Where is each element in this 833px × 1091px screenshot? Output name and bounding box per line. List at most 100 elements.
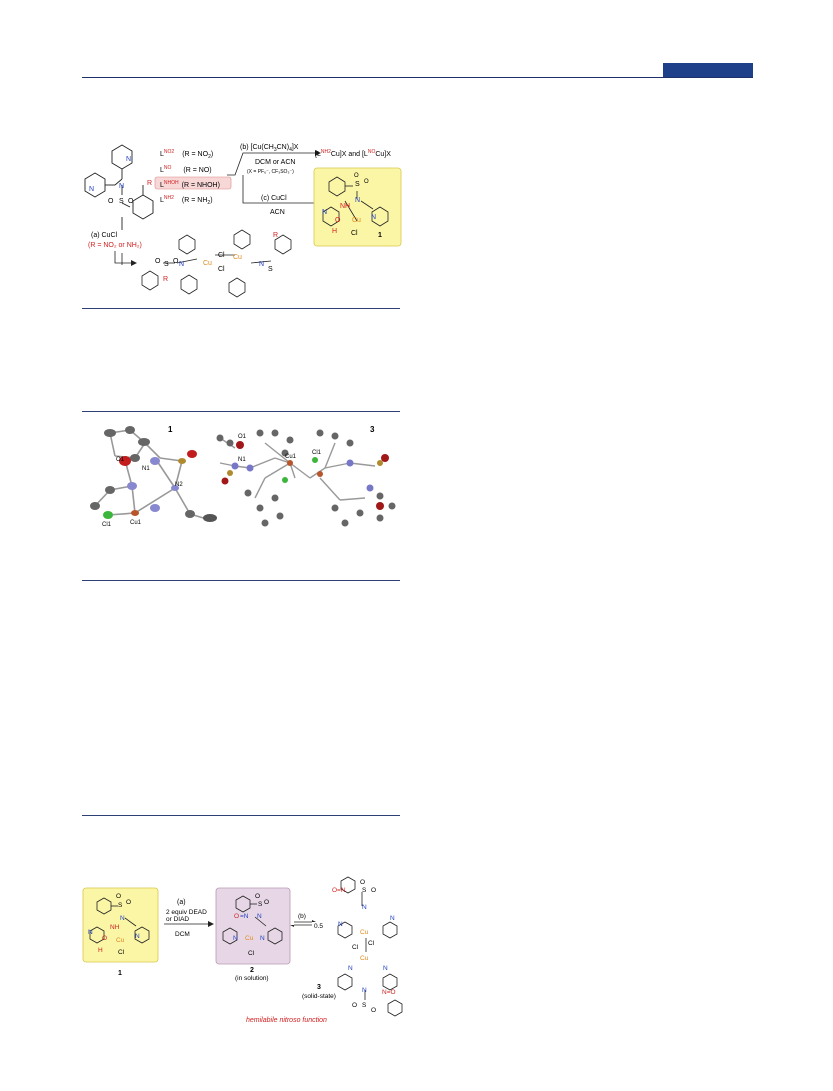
structure-3-atoms	[216, 429, 396, 527]
structure-1-label: 1	[168, 425, 173, 434]
compound-1-box	[313, 167, 402, 247]
svg-text:O: O	[173, 258, 179, 265]
svg-text:Cu: Cu	[360, 929, 369, 936]
svg-text:N: N	[348, 965, 353, 972]
svg-text:O: O	[354, 173, 359, 179]
svg-text:N: N	[119, 183, 124, 190]
step-a-reagent-alt: or DIAD	[166, 916, 189, 923]
svg-text:Cl: Cl	[368, 940, 375, 947]
svg-text:S: S	[118, 902, 123, 909]
svg-text:Cu: Cu	[116, 937, 125, 944]
ligand-structure	[84, 144, 154, 230]
svg-text:S: S	[268, 266, 273, 273]
svg-text:N: N	[88, 929, 93, 936]
svg-text:S: S	[362, 887, 367, 894]
compound-2-label: 2	[250, 967, 254, 974]
reaction-arrows	[227, 152, 315, 204]
product-b: [LNH2Cu]X and [LNOCu]X	[315, 149, 391, 158]
svg-text:O: O	[352, 1002, 357, 1009]
svg-text:S: S	[258, 901, 263, 908]
svg-text:Cl1: Cl1	[312, 450, 322, 456]
ligand-no: LNO(R = NO)	[160, 165, 212, 174]
step-a-reagent: (a) CuCl	[91, 232, 118, 239]
svg-text:N: N	[371, 214, 376, 221]
svg-text:O: O	[364, 179, 369, 185]
ligand-no2: LNO2(R = NO2)	[160, 149, 213, 160]
section-rule-4	[82, 815, 400, 816]
svg-text:O=N: O=N	[332, 887, 346, 894]
svg-text:Cu: Cu	[360, 955, 369, 962]
coefficient: 0.5	[314, 923, 323, 930]
compound-1-label: 1	[378, 232, 382, 239]
svg-text:Cl1: Cl1	[102, 522, 112, 528]
svg-text:H: H	[332, 228, 337, 235]
section-rule-1	[82, 308, 400, 309]
compound-2-box	[215, 887, 291, 965]
ligand-nh2: LNH2(R = NH2)	[160, 195, 213, 206]
svg-text:Cu: Cu	[352, 217, 361, 224]
svg-text:Cl: Cl	[351, 230, 358, 237]
step-a-label: (a)	[177, 899, 186, 906]
svg-text:O: O	[360, 879, 365, 886]
svg-text:O: O	[102, 935, 107, 942]
dimer-structure	[141, 229, 292, 298]
section-rule-3	[82, 580, 400, 581]
svg-text:Cl: Cl	[352, 944, 359, 951]
svg-text:O: O	[128, 198, 134, 205]
svg-text:N: N	[355, 197, 360, 204]
svg-text:N1: N1	[238, 457, 246, 463]
svg-text:O: O	[371, 1007, 376, 1014]
step-b-reagent: (b) [Cu(CH3CN)4]X	[240, 144, 299, 153]
scheme-2: S O O N NH N O H Cu Cl N 1 (a) 2 equiv D…	[82, 876, 403, 1024]
svg-text:O: O	[255, 893, 260, 900]
svg-text:Cu: Cu	[233, 254, 242, 261]
svg-text:O: O	[371, 887, 376, 894]
svg-text:Cu: Cu	[245, 935, 254, 942]
scheme2-compound-1-label: 1	[118, 970, 122, 977]
svg-text:O: O	[335, 217, 341, 224]
crystal-structures: O1 N1 N2 Cl1 Cu1 1 O1	[90, 425, 396, 528]
svg-text:N: N	[338, 921, 343, 928]
step-a-solvent: DCM	[175, 931, 190, 938]
compound-2-note: (in solution)	[235, 975, 269, 982]
step-b-anions: (X = PF₆⁻, CF₃SO₃⁻)	[247, 169, 294, 175]
compound-3-note: (solid-state)	[302, 993, 336, 1000]
svg-text:NH: NH	[340, 203, 350, 210]
svg-text:N: N	[362, 987, 367, 994]
svg-text:N: N	[135, 933, 140, 940]
svg-text:S: S	[119, 198, 124, 205]
svg-text:S: S	[362, 1002, 367, 1009]
svg-text:S: S	[355, 181, 360, 188]
svg-text:N2: N2	[175, 482, 183, 488]
svg-text:N1: N1	[142, 466, 150, 472]
svg-text:N: N	[89, 186, 94, 193]
svg-text:R: R	[273, 232, 278, 239]
svg-text:O: O	[126, 899, 131, 906]
svg-text:O: O	[234, 913, 239, 920]
svg-text:O: O	[264, 899, 269, 906]
step-c-reagent: (c) CuCl	[261, 195, 287, 202]
compound-3-label: 3	[317, 984, 321, 991]
scheme-1: N N N O S O R LNO2(R = NO2) LNO(R = NO) …	[84, 144, 402, 298]
svg-text:N: N	[179, 261, 184, 268]
svg-text:Cu1: Cu1	[285, 454, 297, 460]
svg-text:N: N	[257, 913, 262, 920]
header-tab	[663, 63, 753, 77]
svg-text:NH: NH	[110, 924, 120, 931]
pyridine-n-label: N	[126, 156, 131, 163]
header-rule	[82, 77, 753, 78]
section-rule-2	[82, 411, 400, 412]
step-a-reagent: 2 equiv DEAD	[166, 909, 207, 916]
svg-text:N=O: N=O	[382, 989, 396, 996]
ligand-nhoh: LNHOH(R = NHOH)	[160, 180, 220, 189]
svg-text:R: R	[163, 276, 168, 283]
svg-text:N: N	[390, 915, 395, 922]
structure-1-atoms	[90, 426, 217, 522]
svg-text:H: H	[98, 947, 103, 954]
scheme2-caption: hemilabile nitroso function	[246, 1017, 327, 1024]
svg-text:Cl: Cl	[218, 252, 225, 259]
svg-text:Cl: Cl	[248, 950, 255, 957]
svg-text:O: O	[155, 258, 161, 265]
svg-text:O1: O1	[116, 457, 125, 463]
step-c-solvent: ACN	[270, 209, 285, 216]
